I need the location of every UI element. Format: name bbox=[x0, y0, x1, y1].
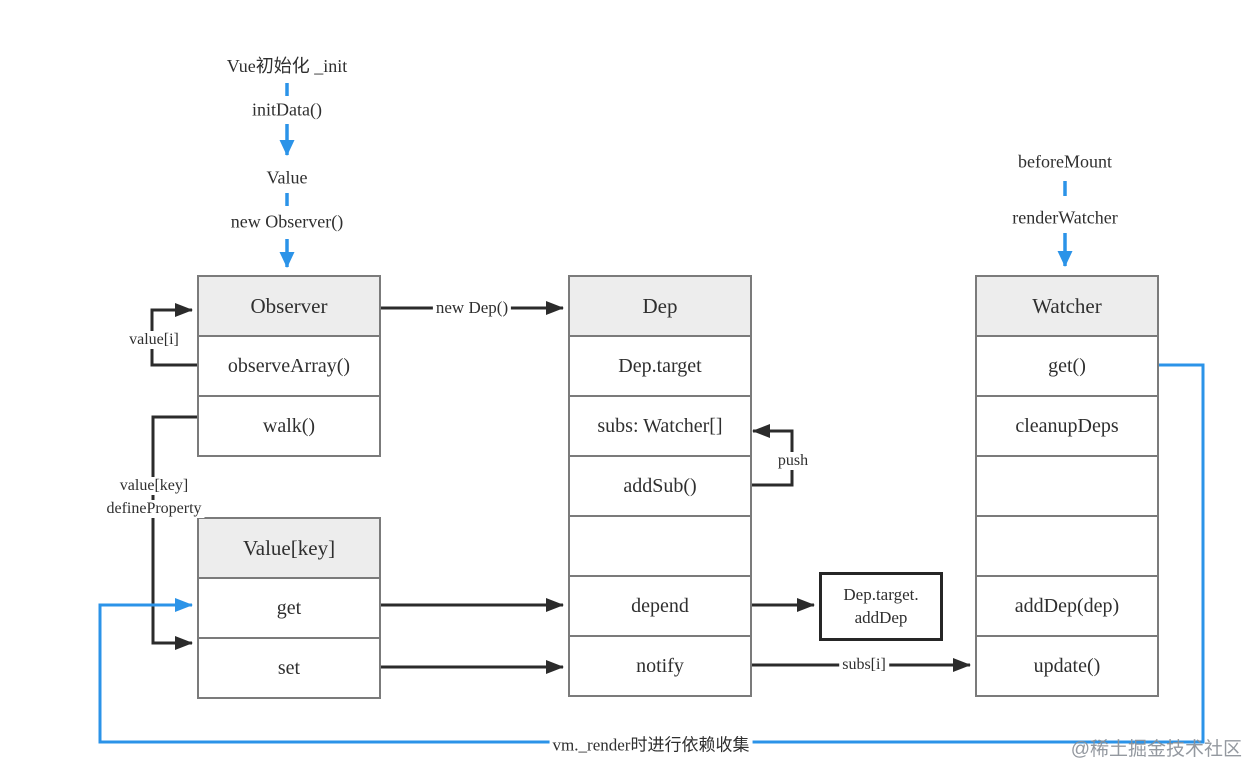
edge-label-push: push bbox=[774, 452, 812, 470]
table-row: Dep.target bbox=[570, 337, 750, 397]
flow-step-new-observer: new Observer() bbox=[230, 211, 344, 232]
table-row: depend bbox=[570, 577, 750, 637]
flow-step-renderwatcher: renderWatcher bbox=[1012, 207, 1118, 228]
table-row: get bbox=[199, 579, 379, 639]
flow-step-value: Value bbox=[266, 167, 308, 188]
edge-label-render-note: vm._render时进行依赖收集 bbox=[549, 730, 753, 756]
observer-table-header: Observer bbox=[199, 277, 379, 337]
edge-label-subs-i: subs[i] bbox=[839, 656, 889, 674]
edge-label-value-key: value[key] bbox=[116, 477, 192, 495]
table-row: observeArray() bbox=[199, 337, 379, 397]
dep-target-adddep-box: Dep.target. addDep bbox=[819, 572, 943, 641]
dep-table-header: Dep bbox=[570, 277, 750, 337]
juejin-watermark: @稀土掘金技术社区 bbox=[1070, 739, 1242, 760]
flow-step-initdata: initData() bbox=[252, 99, 322, 120]
watcher-table-header: Watcher bbox=[977, 277, 1157, 337]
edge-label-value-i: value[i] bbox=[126, 331, 182, 349]
table-row: update() bbox=[977, 637, 1157, 695]
table-row: walk() bbox=[199, 397, 379, 455]
flow-step-vue-init: Vue初始化 _init bbox=[226, 56, 348, 76]
table-row: set bbox=[199, 639, 379, 697]
table-row: cleanupDeps bbox=[977, 397, 1157, 457]
watcher-table: Watcher get() cleanupDeps addDep(dep) up… bbox=[975, 275, 1159, 697]
edge-label-new-dep: new Dep() bbox=[432, 298, 512, 318]
table-row: notify bbox=[570, 637, 750, 695]
table-row bbox=[977, 517, 1157, 577]
flow-step-beforemount: beforeMount bbox=[1018, 151, 1112, 172]
value-key-table-header: Value[key] bbox=[199, 519, 379, 579]
callout-line-2: addDep bbox=[854, 607, 908, 627]
edge-label-defineproperty: defineProperty bbox=[103, 500, 205, 518]
dep-table: Dep Dep.target subs: Watcher[] addSub() … bbox=[568, 275, 752, 697]
edge-walk-to-set bbox=[151, 415, 197, 650]
table-row: addDep(dep) bbox=[977, 577, 1157, 637]
table-row: subs: Watcher[] bbox=[570, 397, 750, 457]
table-row: addSub() bbox=[570, 457, 750, 517]
value-key-table: Value[key] get set bbox=[197, 517, 381, 699]
observer-table: Observer observeArray() walk() bbox=[197, 275, 381, 457]
table-row: get() bbox=[977, 337, 1157, 397]
table-row bbox=[977, 457, 1157, 517]
table-row bbox=[570, 517, 750, 577]
callout-line-1: Dep.target. bbox=[843, 584, 919, 604]
